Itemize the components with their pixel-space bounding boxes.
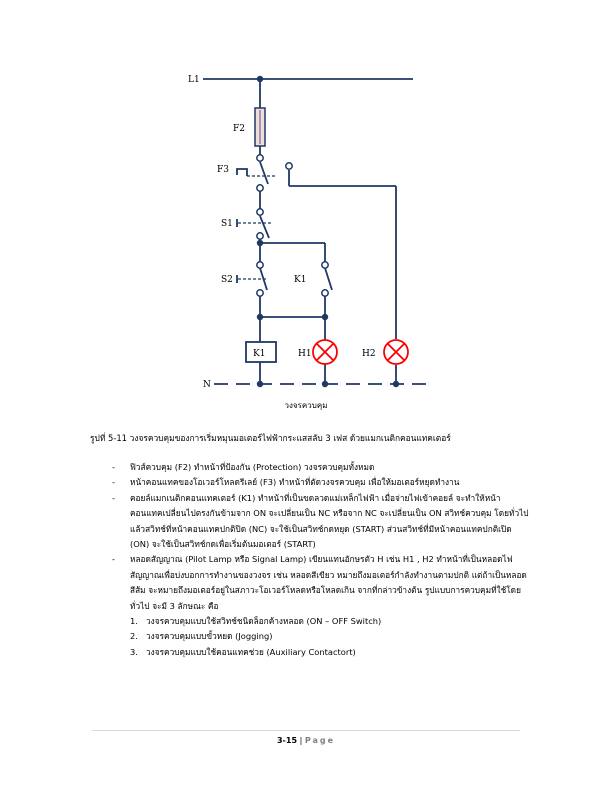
diagram-title: วงจรควบคุม bbox=[285, 401, 328, 410]
list-item: -หน้าคอนแทคของโอเวอร์โหลดรีเลย์ (F3) ทำห… bbox=[112, 477, 460, 488]
list-item: -ฟิวส์ควบคุม (F2) ทำหน้าที่ป้องกัน (Prot… bbox=[112, 462, 375, 472]
label-k1-contact: K1 bbox=[294, 275, 306, 285]
footer-page-word: Page bbox=[304, 736, 336, 745]
label-h1: H1 bbox=[298, 349, 312, 359]
page-number: 3-15 bbox=[276, 736, 298, 745]
label-s2: S2 bbox=[221, 275, 233, 285]
lamp-h2 bbox=[383, 339, 409, 365]
numbered-item: 3.วงจรควบคุมแบบใช้คอนแทคช่วย (Auxiliary … bbox=[130, 646, 356, 657]
page-footer: 3-15 | Page bbox=[0, 736, 612, 745]
coil-k1 bbox=[245, 341, 277, 363]
lamp-h1 bbox=[312, 339, 338, 365]
label-n: N bbox=[203, 380, 211, 390]
control-circuit-diagram: L1 F2 F3 S1 S2 K1 K1 H1 H2 N วงจรควบคุม bbox=[188, 75, 430, 410]
label-s1: S1 bbox=[221, 219, 233, 229]
label-h2: H2 bbox=[362, 349, 376, 359]
list-item: -หลอดสัญญาณ (Pilot Lamp หรือ Signal Lamp… bbox=[112, 554, 527, 611]
body-text: -ฟิวส์ควบคุม (F2) ทำหน้าที่ป้องกัน (Prot… bbox=[90, 460, 530, 660]
label-f3: F3 bbox=[217, 165, 229, 175]
footer-separator: | bbox=[299, 736, 303, 745]
label-l1: L1 bbox=[188, 75, 200, 85]
list-item: -คอยล์แมกเนติกคอนแทคเตอร์ (K1) ทำหน้าที่… bbox=[112, 492, 529, 550]
numbered-item: 2.วงจรควบคุมแบบขั้วหยด (Jogging) bbox=[130, 631, 273, 642]
label-k1-coil: K1 bbox=[253, 349, 265, 359]
footer-divider bbox=[92, 730, 520, 731]
numbered-item: 1.วงจรควบคุมแบบใช้สวิทช์ชนิดล็อกค้างหลอด… bbox=[130, 616, 382, 627]
label-f2: F2 bbox=[233, 124, 245, 134]
figure-caption: รูปที่ 5-11 วงจรควบคุมของการเริ่มหมุนมอเ… bbox=[90, 433, 451, 443]
